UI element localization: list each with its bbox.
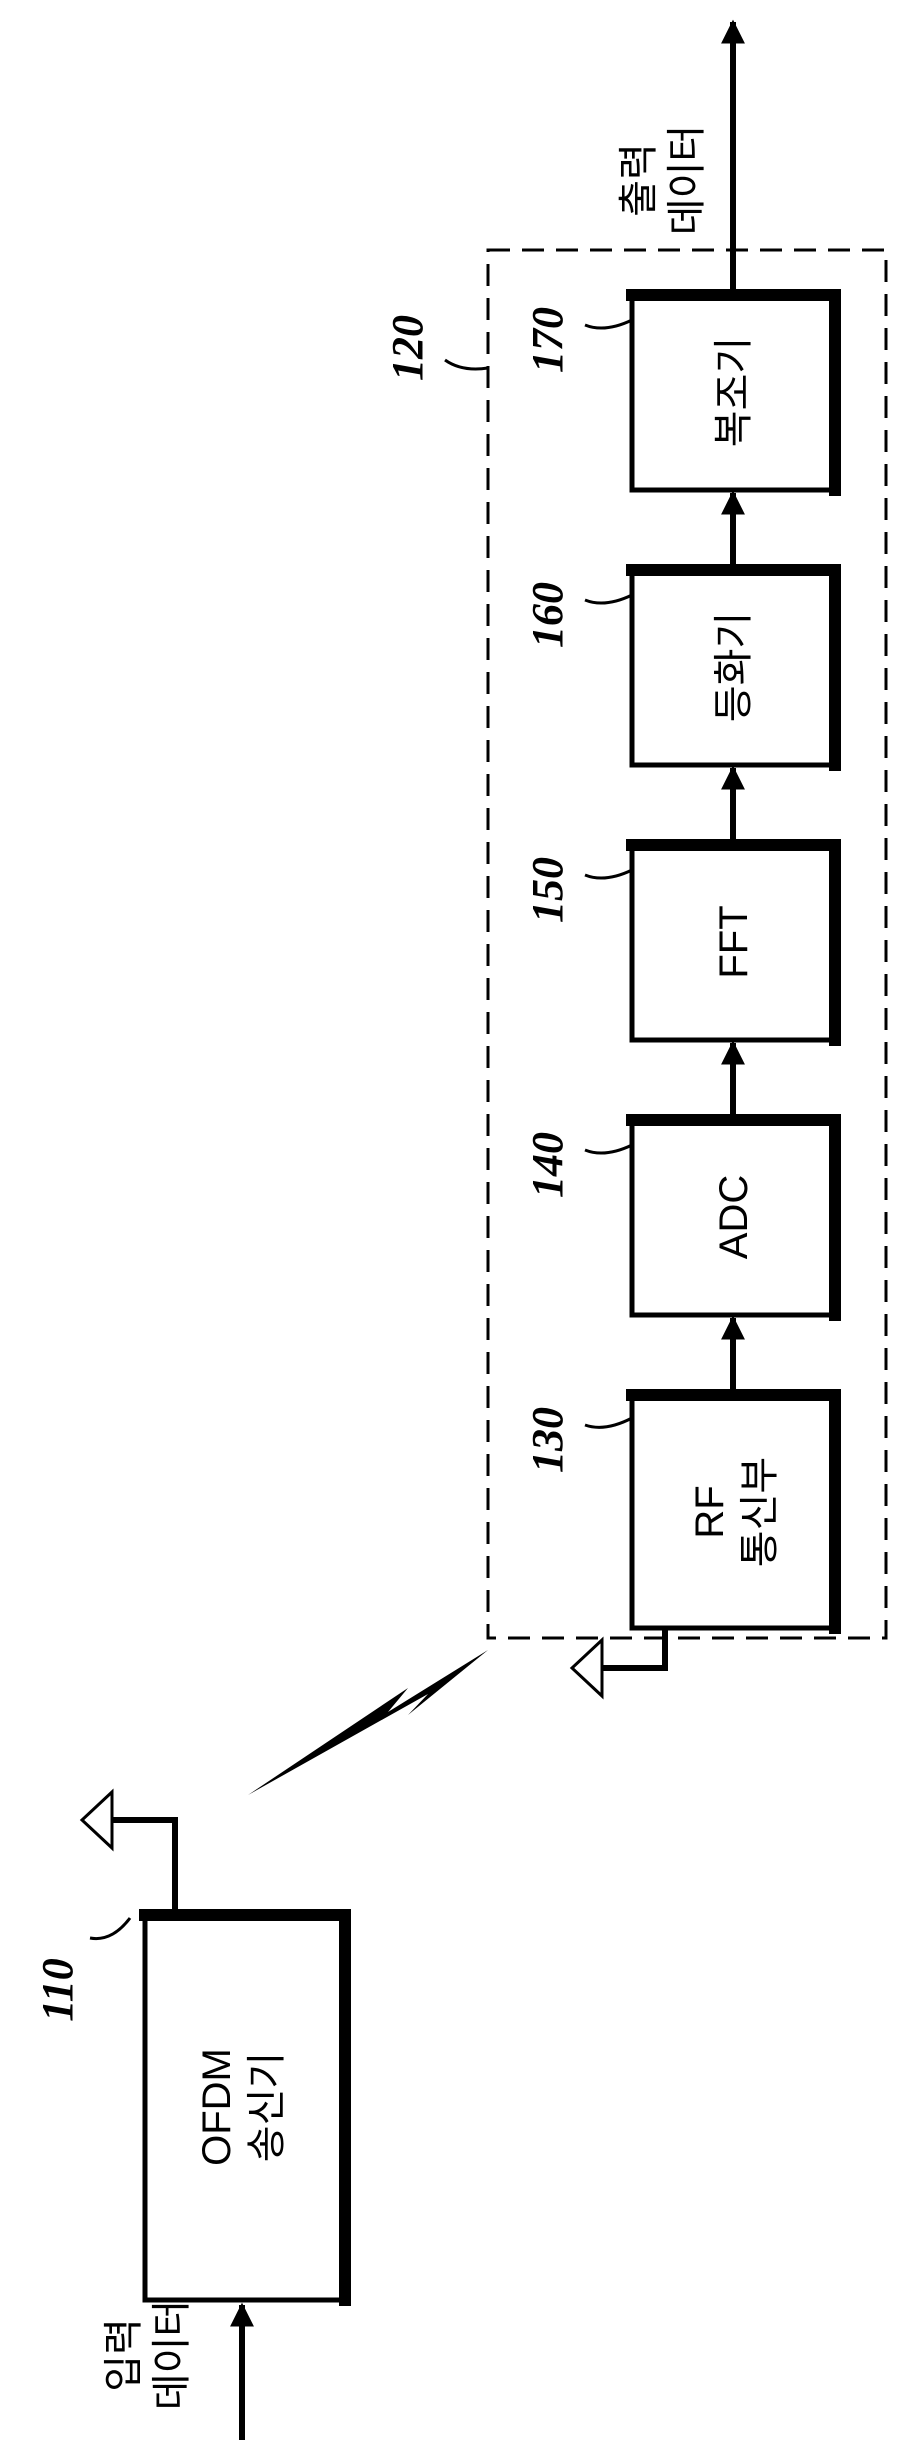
equalizer-block: 등화기 [632, 570, 835, 765]
rf-block-label-line2: 통신부 [738, 1457, 782, 1567]
output-data-label-line1: 출력 [617, 143, 661, 217]
rf-block-label-line1: RF [688, 1485, 732, 1538]
ref-110-leader [90, 1918, 130, 1939]
wireless-link-icon [248, 1650, 488, 1795]
input-data-label-line2: 데이터 [150, 2300, 194, 2410]
ref-130: 130 [523, 1407, 572, 1473]
ofdm-transmitter-block: OFDM 송신기 [145, 1915, 345, 2300]
adc-block-label: ADC [712, 1175, 756, 1259]
output-data-label: 출력 데이터 [617, 125, 709, 235]
demodulator-block: 복조기 [632, 295, 835, 490]
ref-140: 140 [523, 1132, 572, 1198]
rf-communication-block: RF 통신부 [632, 1395, 835, 1628]
ref-170-leader [585, 320, 632, 328]
ref-160: 160 [523, 582, 572, 648]
ref-150: 150 [523, 857, 572, 923]
ofdm-transmitter-label-line2: 송신기 [245, 2052, 289, 2162]
ref-130-leader [585, 1418, 632, 1427]
ref-120-leader [445, 360, 488, 369]
fft-block-label: FFT [712, 905, 756, 978]
equalizer-block-label: 등화기 [712, 612, 756, 722]
transmitter-antenna-icon [82, 1792, 175, 1915]
ref-160-leader [585, 595, 632, 603]
ref-150-leader [585, 870, 632, 878]
fft-block: FFT [632, 845, 835, 1040]
input-data-label-line1: 입력 [102, 2318, 146, 2392]
ref-110: 110 [33, 1958, 82, 2022]
ref-170: 170 [523, 307, 572, 373]
adc-block: ADC [632, 1120, 835, 1315]
output-data-label-line2: 데이터 [665, 125, 709, 235]
ref-140-leader [585, 1145, 632, 1153]
input-data-label: 입력 데이터 [102, 2300, 194, 2410]
ref-120: 120 [383, 315, 432, 381]
demodulator-block-label: 복조기 [712, 337, 756, 447]
ofdm-transmitter-label-line1: OFDM [195, 2048, 239, 2166]
